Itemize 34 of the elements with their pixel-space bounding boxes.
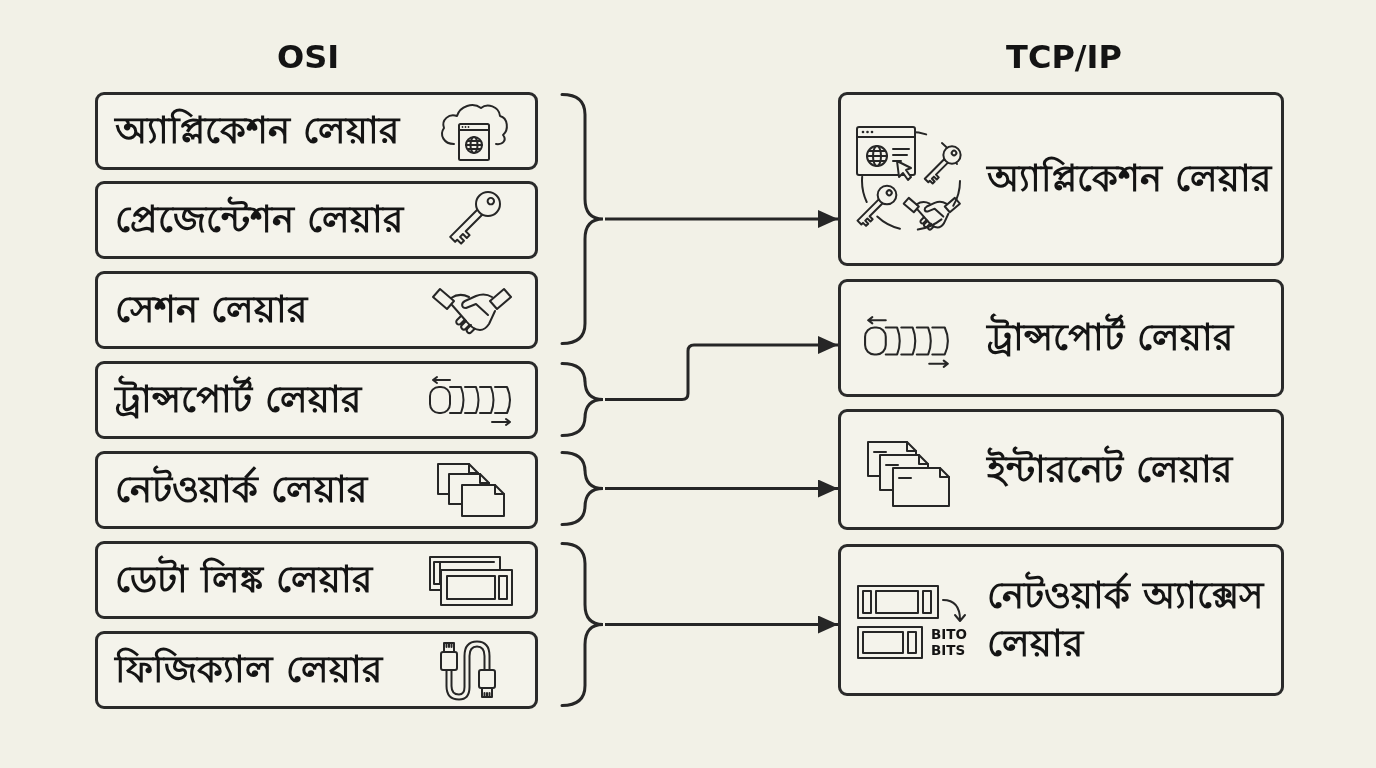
column-heading: TCP/IP: [1006, 40, 1122, 76]
layer-name: ট্রান্সপোর্ট লেয়ার: [987, 313, 1233, 361]
curly-brace: [560, 362, 605, 437]
layer-name: প্রেজেন্টেশন লেয়ার: [115, 195, 403, 243]
column-heading: OSI: [276, 40, 340, 76]
curly-brace: [560, 93, 605, 345]
icon-caption: BITO: [931, 627, 967, 642]
layer-box: [838, 279, 1284, 397]
arrow: [605, 210, 838, 228]
layer-box: [95, 451, 538, 529]
layer-name: অ্যাপ্লিকেশন লেয়ার: [115, 107, 399, 154]
layer-box: [838, 92, 1284, 266]
layer-name: ফিজিক্যাল লেয়ার: [115, 646, 382, 693]
layer-box: [838, 544, 1284, 696]
layer-box: [95, 361, 538, 439]
layer-box: [95, 271, 538, 349]
layer-name: ইন্টারনেট লেয়ার: [987, 445, 1232, 493]
layer-name: নেটওয়ার্ক লেয়ার: [115, 465, 367, 513]
layer-name: ট্রান্সপোর্ট লেয়ার: [115, 375, 361, 423]
layer-box: [95, 541, 538, 619]
layer-name: অ্যাপ্লিকেশন লেয়ার: [987, 155, 1271, 202]
layer-box: [95, 181, 538, 259]
curly-brace: [560, 451, 605, 526]
layer-name: ডেটা লিঙ্ক লেয়ার: [115, 555, 372, 603]
layer-box: [95, 631, 538, 709]
layer-box: [838, 409, 1284, 530]
arrow: [605, 336, 838, 401]
layer-name: সেশন লেয়ার: [115, 286, 307, 333]
layer-name: নেটওয়ার্ক অ্যাক্সেস লেয়ার: [987, 571, 1266, 667]
icon-caption: BITS: [931, 643, 966, 658]
curly-brace: [560, 542, 605, 707]
arrow: [605, 615, 838, 634]
arrow: [605, 479, 838, 498]
layer-box: [95, 92, 538, 170]
